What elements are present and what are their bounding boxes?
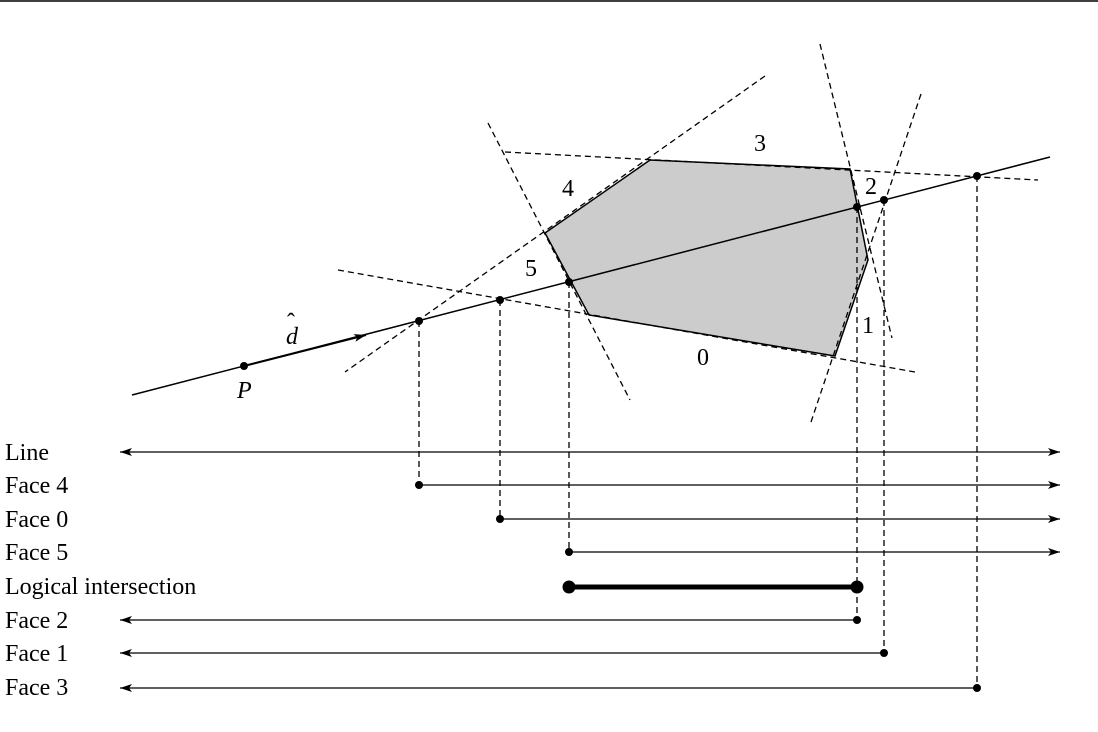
face-label-1: 1 bbox=[862, 313, 874, 339]
point-p-label: P bbox=[236, 378, 252, 404]
face-5-interval-start bbox=[565, 548, 573, 556]
row-label-line: Line bbox=[5, 440, 49, 466]
direction-label: d bbox=[286, 324, 299, 350]
face-0-interval-start bbox=[496, 515, 504, 523]
face-4-interval-start bbox=[415, 481, 423, 489]
face-4-extension bbox=[344, 75, 766, 373]
face-1-interval-end bbox=[880, 649, 888, 657]
face-3-extension bbox=[504, 151, 1039, 181]
row-label-face-0: Face 0 bbox=[5, 507, 68, 533]
face-1-extension bbox=[809, 93, 922, 426]
row-label-face-4: Face 4 bbox=[5, 473, 68, 499]
face-3-interval-end bbox=[973, 684, 981, 692]
face-label-4: 4 bbox=[562, 176, 574, 202]
face-label-2: 2 bbox=[865, 174, 877, 200]
direction-arrow bbox=[243, 334, 367, 367]
face-5-extension bbox=[487, 122, 631, 401]
logical-intersection-start bbox=[562, 580, 576, 594]
row-label-face-5: Face 5 bbox=[5, 540, 68, 566]
face-label-0: 0 bbox=[697, 345, 709, 371]
logical-intersection-end bbox=[850, 580, 864, 594]
point-p bbox=[240, 362, 248, 370]
face-label-3: 3 bbox=[754, 131, 766, 157]
face-2-extension bbox=[819, 43, 893, 339]
face-0-extension bbox=[337, 269, 916, 373]
face-label-5: 5 bbox=[525, 256, 537, 282]
row-label-logical-intersection: Logical intersection bbox=[5, 574, 196, 600]
direction-hat: ˆ bbox=[287, 310, 295, 336]
row-label-face-1: Face 1 bbox=[5, 641, 68, 667]
convex-polygon bbox=[544, 159, 869, 357]
row-label-face-2: Face 2 bbox=[5, 608, 68, 634]
face-2-interval-end bbox=[853, 616, 861, 624]
row-label-face-3: Face 3 bbox=[5, 675, 68, 701]
